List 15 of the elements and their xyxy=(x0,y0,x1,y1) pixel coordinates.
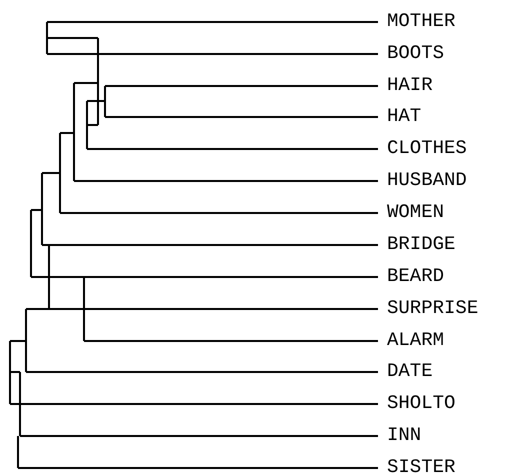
leaf-label: BOOTS xyxy=(387,43,444,63)
leaf-label: CLOTHES xyxy=(387,138,467,158)
leaf-label: MOTHER xyxy=(387,11,456,31)
leaf-label: HAT xyxy=(387,106,422,126)
leaf-label: HAIR xyxy=(387,75,433,95)
leaf-label: SURPRISE xyxy=(387,298,478,318)
leaf-label: BEARD xyxy=(387,266,444,286)
leaf-label: ALARM xyxy=(387,330,444,350)
leaf-label: WOMEN xyxy=(387,202,444,222)
leaf-label: INN xyxy=(387,425,422,445)
leaf-label: SHOLTO xyxy=(387,393,456,413)
leaf-label: BRIDGE xyxy=(387,234,456,254)
leaf-label: DATE xyxy=(387,361,433,381)
leaf-label: HUSBAND xyxy=(387,170,467,190)
leaf-label: SISTER xyxy=(387,457,456,476)
